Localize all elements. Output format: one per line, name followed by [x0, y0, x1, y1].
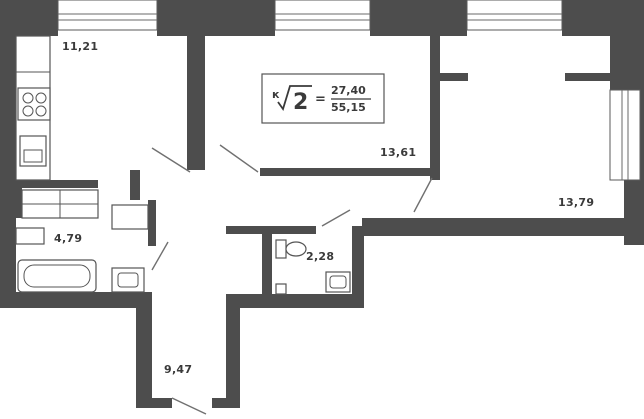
apartment-badge: к 2 = 27,40 55,15: [261, 73, 385, 124]
room-hallway-area: 9,47: [164, 363, 192, 376]
badge-letter: к: [272, 88, 280, 101]
windows: [57, 0, 641, 181]
room-bathroom-area: 4,79: [54, 232, 82, 245]
badge-living-area: 27,40: [331, 84, 366, 97]
toilet-bowl-icon: [285, 241, 307, 257]
riser-icon: [275, 283, 287, 295]
doors: [151, 144, 433, 415]
root-symbol-icon: [277, 85, 312, 112]
fixtures: [15, 35, 351, 295]
room-kitchen-area: 11,21: [62, 40, 98, 53]
room-bedroom-area: 13,61: [380, 146, 416, 159]
badge-total-area: 55,15: [331, 101, 366, 114]
bath-sink-icon: [111, 267, 145, 293]
badge-equals: =: [315, 92, 326, 107]
room-toilet-area: 2,28: [306, 250, 334, 263]
toilet-sink-icon: [325, 271, 351, 293]
badge-rooms: 2: [293, 90, 308, 115]
stove-icon: [17, 87, 51, 121]
room-labels: 11,21 13,61 13,79 4,79 2,28 9,47: [54, 40, 594, 376]
bath-cabinet-icon: [15, 227, 45, 245]
room-living-area: 13,79: [558, 196, 594, 209]
toilet-tank-icon: [275, 239, 287, 259]
bathtub-icon: [17, 259, 97, 293]
washing-machine-icon: [111, 204, 149, 230]
